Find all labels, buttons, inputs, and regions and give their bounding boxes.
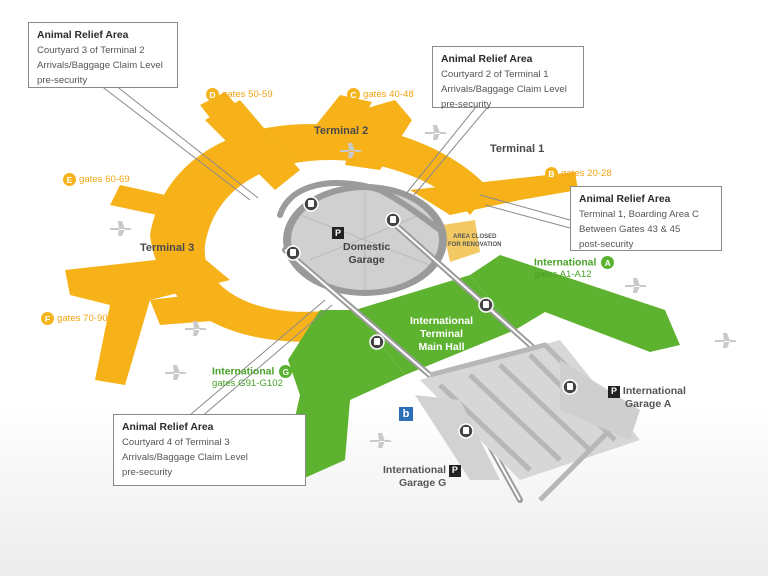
- area-closed-line: FOR RENOVATION: [448, 242, 502, 248]
- boarding-area-e-badge: E: [63, 173, 76, 186]
- gates-d-label: D gates 50-59: [206, 88, 273, 101]
- garage-g-line: International: [383, 464, 447, 476]
- main-hall-line: International: [410, 315, 474, 327]
- train-station-icon: [458, 423, 474, 439]
- pier-c: [300, 95, 372, 160]
- bart-symbol: b: [399, 407, 413, 421]
- callout-line: Terminal 1, Boarding Area C: [579, 209, 699, 220]
- parking-icon: P: [332, 227, 344, 239]
- gates-d-range: gates 50-59: [222, 89, 273, 100]
- area-closed-label: AREA CLOSED FOR RENOVATION: [448, 233, 501, 249]
- garage-a-line: Garage A: [625, 398, 672, 410]
- domestic-garage-p: P: [332, 223, 344, 241]
- closed-area: [442, 220, 480, 262]
- boarding-area-c-badge: C: [347, 88, 360, 101]
- leader-lines: [99, 84, 571, 486]
- callout-line: Courtyard 4 of Terminal 3: [122, 437, 230, 448]
- gates-f-label: F gates 70-90: [41, 312, 108, 325]
- callout-line: Arrivals/Baggage Claim Level: [37, 60, 163, 71]
- international-g-name: International: [212, 366, 275, 378]
- domestic-garage-line: Garage: [348, 254, 385, 266]
- pier-f: [65, 255, 230, 385]
- domestic-terminals: [65, 92, 578, 385]
- boarding-area-g: [288, 310, 405, 480]
- callout-title: Animal Relief Area: [441, 54, 533, 65]
- callout-line: pre-security: [441, 99, 492, 110]
- callout-title: Animal Relief Area: [122, 422, 214, 433]
- callout-t3-relief-area: Animal Relief Area Courtyard 4 of Termin…: [113, 414, 306, 486]
- international-terminal: [288, 255, 680, 480]
- area-closed-line: AREA CLOSED: [453, 234, 497, 240]
- train-station-icon: [562, 379, 578, 395]
- main-hall-line: Terminal: [420, 328, 463, 340]
- main-hall: [355, 275, 515, 375]
- terminal-2-label: Terminal 2: [314, 125, 369, 137]
- pier-e: [110, 185, 210, 225]
- train-station-icon: [385, 212, 401, 228]
- parking-icon: P: [448, 464, 461, 477]
- intl-main-hall-label: International Terminal Main Hall: [410, 315, 473, 354]
- callout-t2-relief-area: Animal Relief Area Courtyard 3 of Termin…: [28, 22, 178, 88]
- airplane-icons: [110, 125, 737, 448]
- train-station-icon: [285, 245, 301, 261]
- train-station-icon: [369, 334, 385, 350]
- garage-a-label: P International Garage A: [608, 385, 686, 411]
- terminal-ring: [150, 124, 490, 342]
- bart-icon: b: [399, 404, 413, 422]
- domestic-garage-line: Domestic: [343, 241, 391, 253]
- gates-c-label: C gates 40-48: [347, 88, 414, 101]
- gates-f-range: gates 70-90: [57, 313, 108, 324]
- domestic-garage: [283, 184, 447, 296]
- boarding-area-d-badge: D: [206, 88, 219, 101]
- garage-g-label: International P Garage G: [383, 464, 461, 490]
- callout-c-relief-area: Animal Relief Area Terminal 1, Boarding …: [570, 186, 722, 251]
- terminal-3-label: Terminal 3: [140, 242, 195, 254]
- terminal-1-label: Terminal 1: [490, 143, 545, 155]
- international-a-label: International A gates A1-A12: [534, 256, 615, 281]
- boarding-area-f-badge: F: [41, 312, 54, 325]
- callout-line: pre-security: [37, 75, 88, 86]
- pier-b: [410, 172, 578, 215]
- gates-c-range: gates 40-48: [363, 89, 414, 100]
- parking-icon: P: [608, 385, 620, 398]
- callout-line: Between Gates 43 & 45: [579, 224, 681, 235]
- boarding-area-b-badge: B: [545, 167, 558, 180]
- train-station-icon: [478, 297, 494, 313]
- garage-g-line: Garage G: [399, 477, 447, 489]
- callout-line: Courtyard 3 of Terminal 2: [37, 45, 145, 56]
- callout-line: Arrivals/Baggage Claim Level: [441, 84, 567, 95]
- gates-e-range: gates 60-69: [79, 174, 130, 185]
- callout-line: Arrivals/Baggage Claim Level: [122, 452, 248, 463]
- callout-line: Courtyard 2 of Terminal 1: [441, 69, 549, 80]
- callout-line: pre-security: [122, 467, 173, 478]
- callout-title: Animal Relief Area: [37, 30, 129, 41]
- boarding-area-g-badge: G: [279, 365, 293, 378]
- main-hall-line: Main Hall: [418, 341, 465, 353]
- international-a-gates: gates A1-A12: [534, 269, 592, 281]
- international-a-name: International: [534, 257, 597, 269]
- gates-b-label: B gates 20-28: [545, 167, 612, 180]
- domestic-garage-label: Domestic Garage: [343, 241, 390, 267]
- gates-b-range: gates 20-28: [561, 168, 612, 179]
- garage-a-line: International: [622, 385, 686, 397]
- airtrain-stations: [285, 196, 578, 439]
- callout-line: post-security: [579, 239, 634, 250]
- intl-garages: [415, 340, 640, 502]
- callout-title: Animal Relief Area: [579, 194, 671, 205]
- international-g-gates: gates G91-G102: [212, 378, 283, 390]
- boarding-area-a-badge: A: [601, 256, 615, 269]
- boarding-area-a: [470, 255, 680, 352]
- train-station-icon: [303, 196, 319, 212]
- callout-t1-relief-area: Animal Relief Area Courtyard 2 of Termin…: [432, 46, 584, 110]
- gates-e-label: E gates 60-69: [63, 173, 130, 186]
- international-g-label: International G gates G91-G102: [212, 365, 293, 390]
